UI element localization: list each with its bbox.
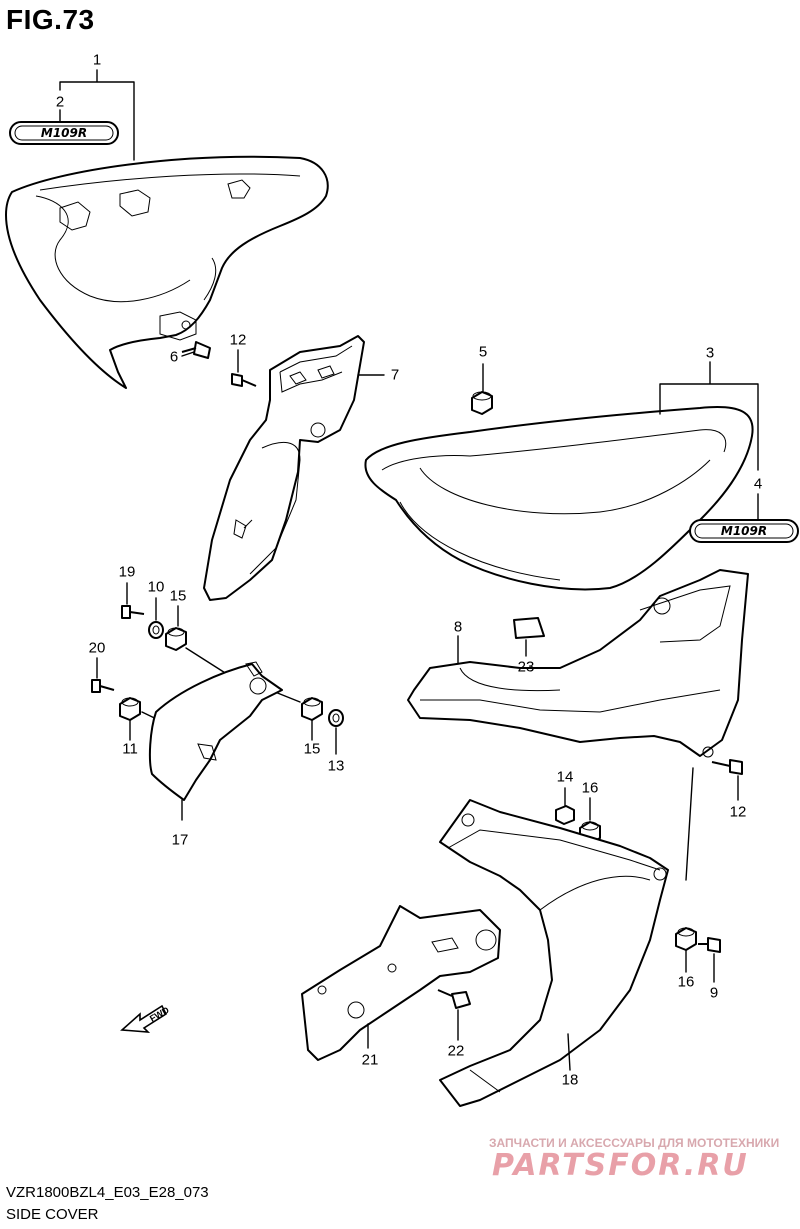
emblem-2[interactable]: M109R bbox=[9, 121, 119, 145]
callout-9: 9 bbox=[709, 984, 719, 1002]
callout-6: 6 bbox=[169, 348, 179, 366]
grommet-15-upper[interactable] bbox=[165, 627, 187, 651]
callout-12-upper: 12 bbox=[229, 331, 247, 349]
callout-22: 22 bbox=[447, 1042, 465, 1060]
callout-17: 17 bbox=[171, 831, 189, 849]
screw-6[interactable] bbox=[181, 341, 211, 359]
emblem-2-text: M109R bbox=[41, 126, 87, 140]
callout-16-lower: 16 bbox=[677, 973, 695, 991]
leader-1 bbox=[59, 69, 135, 161]
screw-9[interactable] bbox=[698, 937, 721, 953]
screw-12-lower[interactable] bbox=[711, 759, 743, 775]
callout-3: 3 bbox=[705, 344, 715, 362]
callout-14: 14 bbox=[556, 768, 574, 786]
leader-6 bbox=[181, 351, 195, 357]
part-21-plate[interactable] bbox=[301, 905, 501, 1061]
grommet-11[interactable] bbox=[119, 697, 141, 721]
callout-1: 1 bbox=[92, 51, 102, 69]
emblem-4-text: M109R bbox=[721, 524, 767, 538]
part-17-cover[interactable] bbox=[148, 661, 283, 801]
screw-20[interactable] bbox=[91, 679, 115, 693]
callout-13: 13 bbox=[327, 757, 345, 775]
callout-5: 5 bbox=[478, 343, 488, 361]
part-1-upper-side-cover[interactable] bbox=[5, 155, 329, 389]
nut-13[interactable] bbox=[328, 709, 344, 727]
figure-title: FIG.73 bbox=[6, 4, 95, 35]
callout-15-upper: 15 bbox=[169, 587, 187, 605]
screw-19[interactable] bbox=[121, 605, 145, 619]
callout-20: 20 bbox=[88, 639, 106, 657]
callout-7: 7 bbox=[390, 366, 400, 384]
callout-15-lower: 15 bbox=[303, 740, 321, 758]
part-3-side-cover[interactable] bbox=[364, 406, 754, 591]
grommet-5[interactable] bbox=[471, 391, 493, 415]
leader-3 bbox=[659, 361, 759, 471]
watermark-logo: PARTSFOR.RU bbox=[492, 1148, 749, 1183]
clip-23[interactable] bbox=[513, 617, 545, 639]
screw-12-upper[interactable] bbox=[231, 373, 257, 387]
fwd-label: FWD bbox=[148, 1005, 171, 1024]
grommet-14[interactable] bbox=[555, 805, 575, 825]
part-7-bracket[interactable] bbox=[203, 335, 365, 601]
callout-21: 21 bbox=[361, 1051, 379, 1069]
leader-18 bbox=[567, 1033, 571, 1071]
part-18-lower-guard[interactable] bbox=[439, 799, 669, 1107]
callout-2: 2 bbox=[55, 93, 65, 111]
section-title: SIDE COVER bbox=[6, 1206, 99, 1223]
fwd-arrow-icon: FWD bbox=[120, 1005, 171, 1033]
callout-23: 23 bbox=[517, 658, 535, 676]
emblem-4[interactable]: M109R bbox=[689, 519, 799, 543]
washer-10[interactable] bbox=[148, 621, 164, 639]
callout-12-lower: 12 bbox=[729, 803, 747, 821]
dash-line-right bbox=[685, 767, 694, 881]
callout-4: 4 bbox=[753, 475, 763, 493]
callout-18: 18 bbox=[561, 1071, 579, 1089]
part-8-lower-panel[interactable] bbox=[407, 569, 749, 758]
callout-16-upper: 16 bbox=[581, 779, 599, 797]
model-code: VZR1800BZL4_E03_E28_073 bbox=[6, 1184, 209, 1201]
callout-19: 19 bbox=[118, 563, 136, 581]
callout-11: 11 bbox=[122, 740, 138, 758]
grommet-15-lower[interactable] bbox=[301, 697, 323, 721]
callout-10: 10 bbox=[147, 578, 165, 596]
watermark-subtitle: ЗАПЧАСТИ И АКСЕССУАРЫ ДЛЯ МОТОТЕХНИКИ bbox=[489, 1136, 780, 1150]
callout-8: 8 bbox=[453, 618, 463, 636]
grommet-16-lower[interactable] bbox=[675, 927, 697, 951]
bolt-22[interactable] bbox=[437, 989, 471, 1009]
